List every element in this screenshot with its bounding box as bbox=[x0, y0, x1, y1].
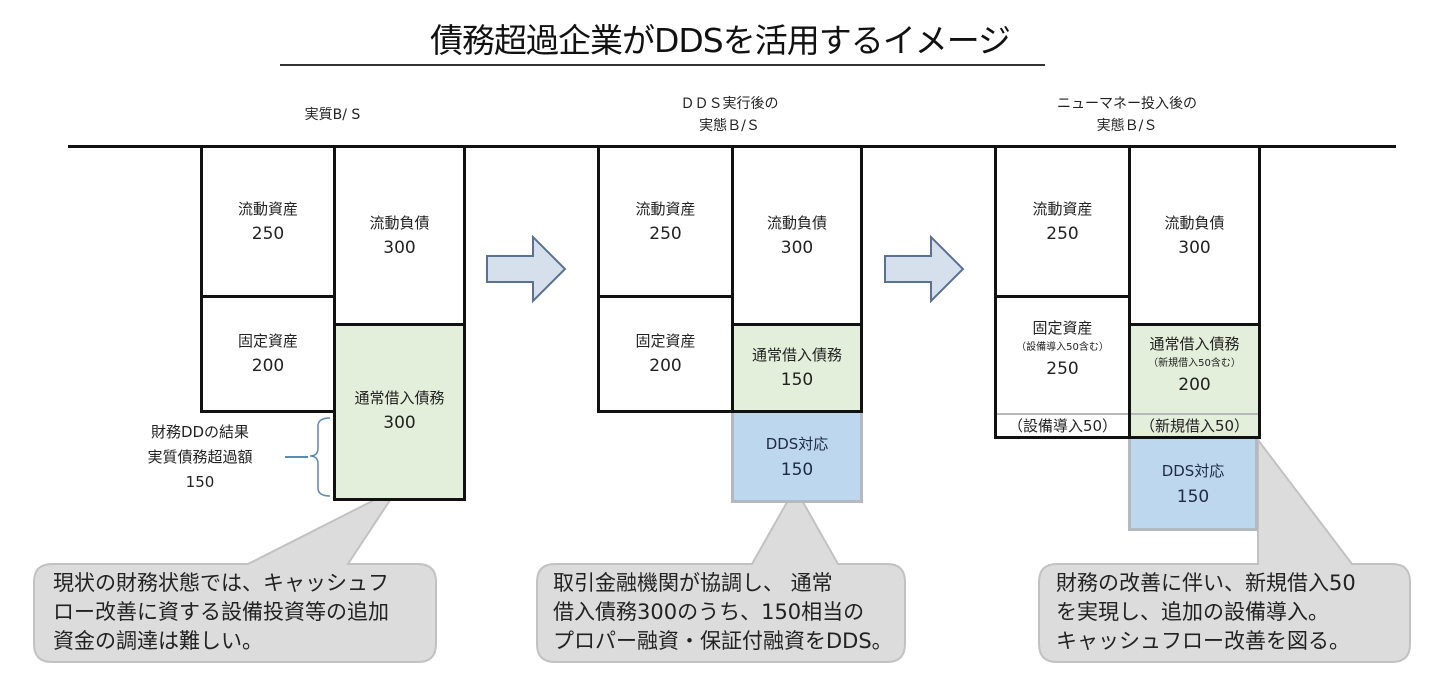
box-value: 250 bbox=[251, 223, 285, 244]
panel-3-heading: ニューマネー投入後の 実態Ｂ/Ｓ bbox=[994, 93, 1260, 137]
callout-line: 借入債務300のうち、150相当の bbox=[553, 600, 865, 624]
box-label: 通常借入債務 bbox=[751, 346, 842, 364]
callout-line: ロー改善に資する設備投資等の追加 bbox=[53, 600, 389, 624]
box-label: 通常借入債務 bbox=[1149, 335, 1240, 353]
side-note-line-1: 財務DDの結果 bbox=[150, 423, 250, 441]
panel-3-equipment-row: （設備導入50） bbox=[997, 413, 1128, 437]
box-value: 200 bbox=[1178, 375, 1211, 395]
panel-2-dds-box: DDS対応 150 bbox=[731, 413, 863, 503]
box-label: 流動負債 bbox=[766, 213, 827, 232]
title-underline bbox=[280, 64, 1045, 66]
box-value: 200 bbox=[649, 356, 682, 376]
panel-3-current-assets-box: 流動資産 250 bbox=[994, 145, 1131, 298]
arrow-right-icon bbox=[486, 234, 567, 304]
panel-3-current-liabilities-box: 流動負債 300 bbox=[1128, 145, 1261, 326]
diagram-title: 債務超過企業がDDSを活用するイメージ bbox=[429, 21, 1011, 60]
panel-3-fixed-assets-box: 固定資産 （設備導入50含む） 250 （設備導入50） bbox=[994, 295, 1131, 439]
panel-2-fixed-assets-box: 固定資産 200 bbox=[597, 295, 734, 413]
box-value: 250 bbox=[1046, 223, 1079, 244]
panel-3-heading-line-1: ニューマネー投入後の bbox=[1057, 96, 1197, 112]
box-value: 150 bbox=[780, 370, 814, 390]
box-value: 300 bbox=[383, 237, 416, 258]
callout-1-text: 現状の財務状態では、キャッシュフ ロー改善に資する設備投資等の追加 資金の調達は… bbox=[53, 569, 389, 656]
box-label: 固定資産 bbox=[1032, 319, 1093, 337]
panel-2-ordinary-debt-box: 通常借入債務 150 bbox=[731, 323, 863, 413]
panel-2-heading-line-2: 実態Ｂ/Ｓ bbox=[699, 118, 760, 134]
box-label: 流動負債 bbox=[369, 213, 430, 232]
panel-3-dds-box: DDS対応 150 bbox=[1128, 439, 1258, 531]
box-label: DDS対応 bbox=[765, 434, 829, 453]
box-value: 250 bbox=[649, 223, 682, 244]
box-label: 流動負債 bbox=[1164, 213, 1225, 232]
callout-2-bubble bbox=[536, 485, 906, 663]
panel-2-current-assets-box: 流動資産 250 bbox=[597, 145, 734, 298]
box-label: DDS対応 bbox=[1161, 461, 1225, 480]
callout-line: 資金の調達は難しい。 bbox=[53, 629, 263, 653]
box-value: 300 bbox=[383, 413, 416, 433]
box-value: 150 bbox=[780, 459, 814, 480]
box-label: 流動資産 bbox=[1032, 199, 1093, 218]
panel-2-current-liabilities-box: 流動負債 300 bbox=[731, 145, 863, 326]
panel-1-side-note: 財務DDの結果 実質債務超過額 150 bbox=[120, 420, 280, 495]
box-value: 300 bbox=[780, 237, 814, 258]
callout-line: を実現し、追加の設備導入。 bbox=[1056, 600, 1329, 624]
callout-line: 現状の財務状態では、キャッシュフ bbox=[53, 571, 389, 595]
panel-1-current-liabilities-box: 流動負債 300 bbox=[333, 145, 466, 326]
callout-line: 財務の改善に伴い、新規借入50 bbox=[1056, 571, 1356, 595]
callout-line: キャッシュフロー改善を図る。 bbox=[1056, 629, 1350, 653]
callout-2-text: 取引金融機関が協調し、 通常 借入債務300のうち、150相当の プロパー融資・… bbox=[553, 569, 893, 656]
box-label: 固定資産 bbox=[635, 332, 696, 350]
box-label: 流動資産 bbox=[635, 199, 696, 218]
panel-2-heading: ＤＤＳ実行後の 実態Ｂ/Ｓ bbox=[597, 93, 862, 137]
box-label: 通常借入債務 bbox=[354, 389, 445, 407]
callout-3-text: 財務の改善に伴い、新規借入50 を実現し、追加の設備導入。 キャッシュフロー改善… bbox=[1056, 569, 1356, 656]
callout-line: 取引金融機関が協調し、 通常 bbox=[553, 571, 833, 595]
side-note-value: 150 bbox=[185, 473, 215, 491]
callout-1-bubble bbox=[33, 485, 437, 663]
panel-2-heading-line-1: ＤＤＳ実行後の bbox=[680, 96, 779, 112]
box-sub-label: （新規借入50含む） bbox=[1148, 358, 1241, 369]
brace-icon bbox=[309, 417, 331, 497]
box-label: 流動資産 bbox=[237, 199, 298, 218]
box-value: 250 bbox=[1046, 359, 1079, 379]
callout-line: プロパー融資・保証付融資をDDS。 bbox=[553, 629, 893, 653]
panel-3-new-borrowing-row: （新規借入50） bbox=[1131, 413, 1258, 437]
panel-3-heading-line-2: 実態Ｂ/Ｓ bbox=[1096, 118, 1158, 134]
arrow-right-icon bbox=[884, 234, 965, 304]
panel-1-ordinary-debt-box: 通常借入債務 300 bbox=[333, 323, 466, 501]
box-value: 200 bbox=[251, 356, 285, 376]
box-label: 固定資産 bbox=[237, 332, 298, 350]
panel-1-heading: 実質B/ S bbox=[200, 104, 465, 126]
box-sub-label: （設備導入50含む） bbox=[1016, 342, 1109, 353]
panel-3-ordinary-debt-box: 通常借入債務 （新規借入50含む） 200 （新規借入50） bbox=[1128, 323, 1261, 439]
panel-1-current-assets-box: 流動資産 250 bbox=[200, 145, 336, 298]
panel-1-fixed-assets-box: 固定資産 200 bbox=[200, 295, 336, 413]
panel-1-heading-line-1: 実質B/ S bbox=[304, 107, 361, 123]
box-value: 300 bbox=[1178, 237, 1211, 258]
box-value: 150 bbox=[1176, 486, 1210, 507]
callout-3-bubble bbox=[1038, 437, 1411, 663]
side-note-line-2: 実質債務超過額 bbox=[147, 448, 253, 466]
